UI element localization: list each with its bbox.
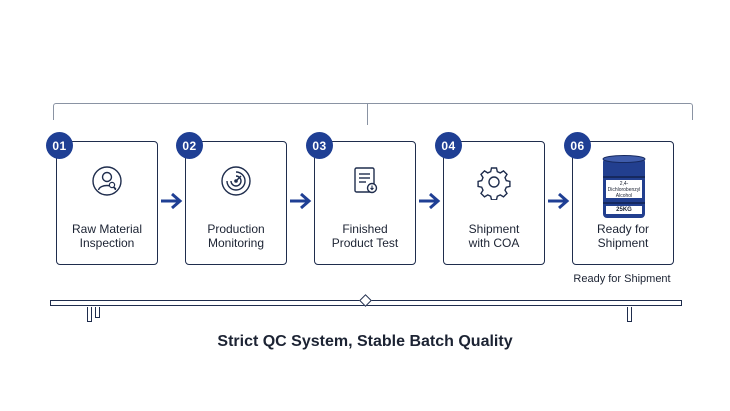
test-document-icon: [315, 164, 415, 198]
step-3-card: Finished Product Test: [314, 141, 416, 265]
arrow-right-icon: [548, 192, 570, 210]
step-1-label-line2: Inspection: [79, 236, 135, 250]
arrow-right-icon: [290, 192, 312, 210]
gear-icon: [444, 164, 544, 200]
drum-weight-label: 25KG: [616, 207, 632, 213]
step-4-card: Shipment with COA: [443, 141, 545, 265]
step-6-card: 2,4-Dichlorobenzyl Alcohol 25KG Ready fo…: [572, 141, 674, 265]
step-6-badge: 06: [564, 132, 591, 159]
step-3-badge: 03: [306, 132, 333, 159]
monitoring-target-icon: [186, 164, 286, 198]
step-1-card: Raw Material Inspection: [56, 141, 158, 265]
arrow-right-icon: [419, 192, 441, 210]
ready-for-shipment-caption: Ready for Shipment: [573, 273, 671, 285]
drum-label-line1: 2,4-Dichlorobenzyl: [607, 181, 641, 193]
top-bracket-tick: [367, 103, 368, 125]
step-3-label-line2: Product Test: [331, 236, 399, 250]
step-4-label-line1: Shipment: [468, 222, 520, 236]
step-1-badge: 01: [46, 132, 73, 159]
step-4-badge: 04: [435, 132, 462, 159]
step-6-label-line2: Shipment: [597, 236, 649, 250]
step-2-label-line1: Production: [207, 222, 265, 236]
drum-label-line2: Alcohol: [615, 193, 633, 199]
baseline-post-right: [627, 307, 632, 322]
baseline-post-left-inner: [95, 307, 100, 318]
step-6-label-line1: Ready for: [596, 222, 650, 236]
top-bracket: [53, 103, 693, 120]
footer-title: Strict QC System, Stable Batch Quality: [217, 333, 513, 350]
step-2-card: Production Monitoring: [185, 141, 287, 265]
arrow-right-icon: [161, 192, 183, 210]
step-3-label-line1: Finished: [342, 222, 388, 236]
step-2-badge: 02: [176, 132, 203, 159]
chemical-drum-icon: 2,4-Dichlorobenzyl Alcohol 25KG: [600, 154, 648, 222]
inspector-person-icon: [57, 164, 157, 198]
step-4-label-line2: with COA: [468, 236, 520, 250]
step-2-label-line2: Monitoring: [207, 236, 265, 250]
step-1-label-line1: Raw Material: [71, 222, 143, 236]
baseline-post-left: [87, 307, 92, 322]
